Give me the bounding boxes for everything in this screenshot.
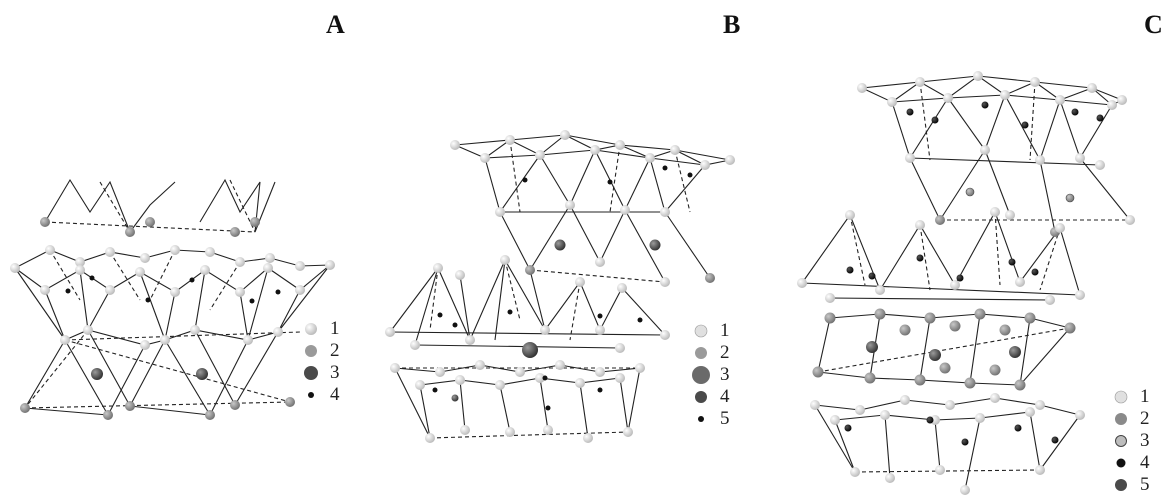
legend-c-label-4: 4 xyxy=(1140,452,1150,473)
structure-c-top-layer xyxy=(861,75,1131,233)
structure-b xyxy=(389,134,731,439)
legend-a-item-1: 1 xyxy=(300,318,340,340)
legend-b-label-4: 4 xyxy=(720,386,730,407)
atom-medium-gray-icon xyxy=(305,345,317,357)
atom-dark-gray-icon xyxy=(695,391,707,403)
legend-b-label-5: 5 xyxy=(720,408,730,429)
legend-c-label-3: 3 xyxy=(1140,430,1150,451)
legend-a-label-4: 4 xyxy=(330,384,340,405)
structure-c-upper-middle-layer xyxy=(801,210,1081,301)
panel-label-a: A xyxy=(326,10,345,39)
panel-label-c: C xyxy=(1144,10,1163,39)
legend-b-item-2: 2 xyxy=(690,342,730,364)
panel-label-b: B xyxy=(723,10,741,39)
structure-b-top-layer xyxy=(454,134,731,283)
legend-a-label-1: 1 xyxy=(330,318,340,339)
legend-b-item-3: 3 xyxy=(690,364,730,386)
legend-b-label-2: 2 xyxy=(720,342,730,363)
legend-c-item-5: 5 xyxy=(1110,474,1150,496)
structure-a-atoms xyxy=(10,217,335,420)
atom-ringed-gray-icon xyxy=(1115,435,1127,447)
legend-c-label-1: 1 xyxy=(1140,386,1150,407)
legend-c: 1 2 3 4 5 xyxy=(1110,386,1150,496)
legend-b-item-5: 5 xyxy=(690,408,730,430)
structure-c-atoms xyxy=(797,71,1135,495)
atom-dark-gray-icon xyxy=(1115,479,1127,491)
atom-black-small-icon xyxy=(698,416,704,422)
atom-large-gray-icon xyxy=(692,366,710,384)
legend-b: 1 2 3 4 5 xyxy=(690,320,730,430)
atom-black-icon xyxy=(1116,458,1126,468)
legend-a-item-2: 2 xyxy=(300,340,340,362)
legend-a-item-4: 4 xyxy=(300,384,340,406)
legend-b-label-1: 1 xyxy=(720,320,730,341)
atom-medium-gray-icon xyxy=(1115,413,1127,425)
legend-a-label-2: 2 xyxy=(330,340,340,361)
atom-light-icon xyxy=(305,323,317,335)
legend-c-item-3: 3 xyxy=(1110,430,1150,452)
atom-medium-gray-icon xyxy=(695,347,707,359)
structure-a xyxy=(14,178,331,416)
atom-light-icon xyxy=(1114,390,1128,404)
structure-a-top-layer xyxy=(44,178,276,234)
atom-dark-gray-icon xyxy=(304,366,318,380)
legend-a: 1 2 3 4 xyxy=(300,318,340,406)
structure-b-middle-layer xyxy=(389,258,666,349)
atom-light-icon xyxy=(694,324,708,338)
legend-b-item-1: 1 xyxy=(690,320,730,342)
legend-a-item-3: 3 xyxy=(300,362,340,384)
legend-a-label-3: 3 xyxy=(330,362,340,383)
legend-c-item-2: 2 xyxy=(1110,408,1150,430)
atom-black-small-icon xyxy=(308,392,314,398)
structure-b-atoms xyxy=(385,130,735,443)
structure-c-lower-middle-layer xyxy=(817,313,1071,386)
legend-c-label-2: 2 xyxy=(1140,408,1150,429)
legend-c-item-1: 1 xyxy=(1110,386,1150,408)
legend-b-label-3: 3 xyxy=(720,364,730,385)
legend-c-item-4: 4 xyxy=(1110,452,1150,474)
legend-b-item-4: 4 xyxy=(690,386,730,408)
legend-c-label-5: 5 xyxy=(1140,474,1150,495)
